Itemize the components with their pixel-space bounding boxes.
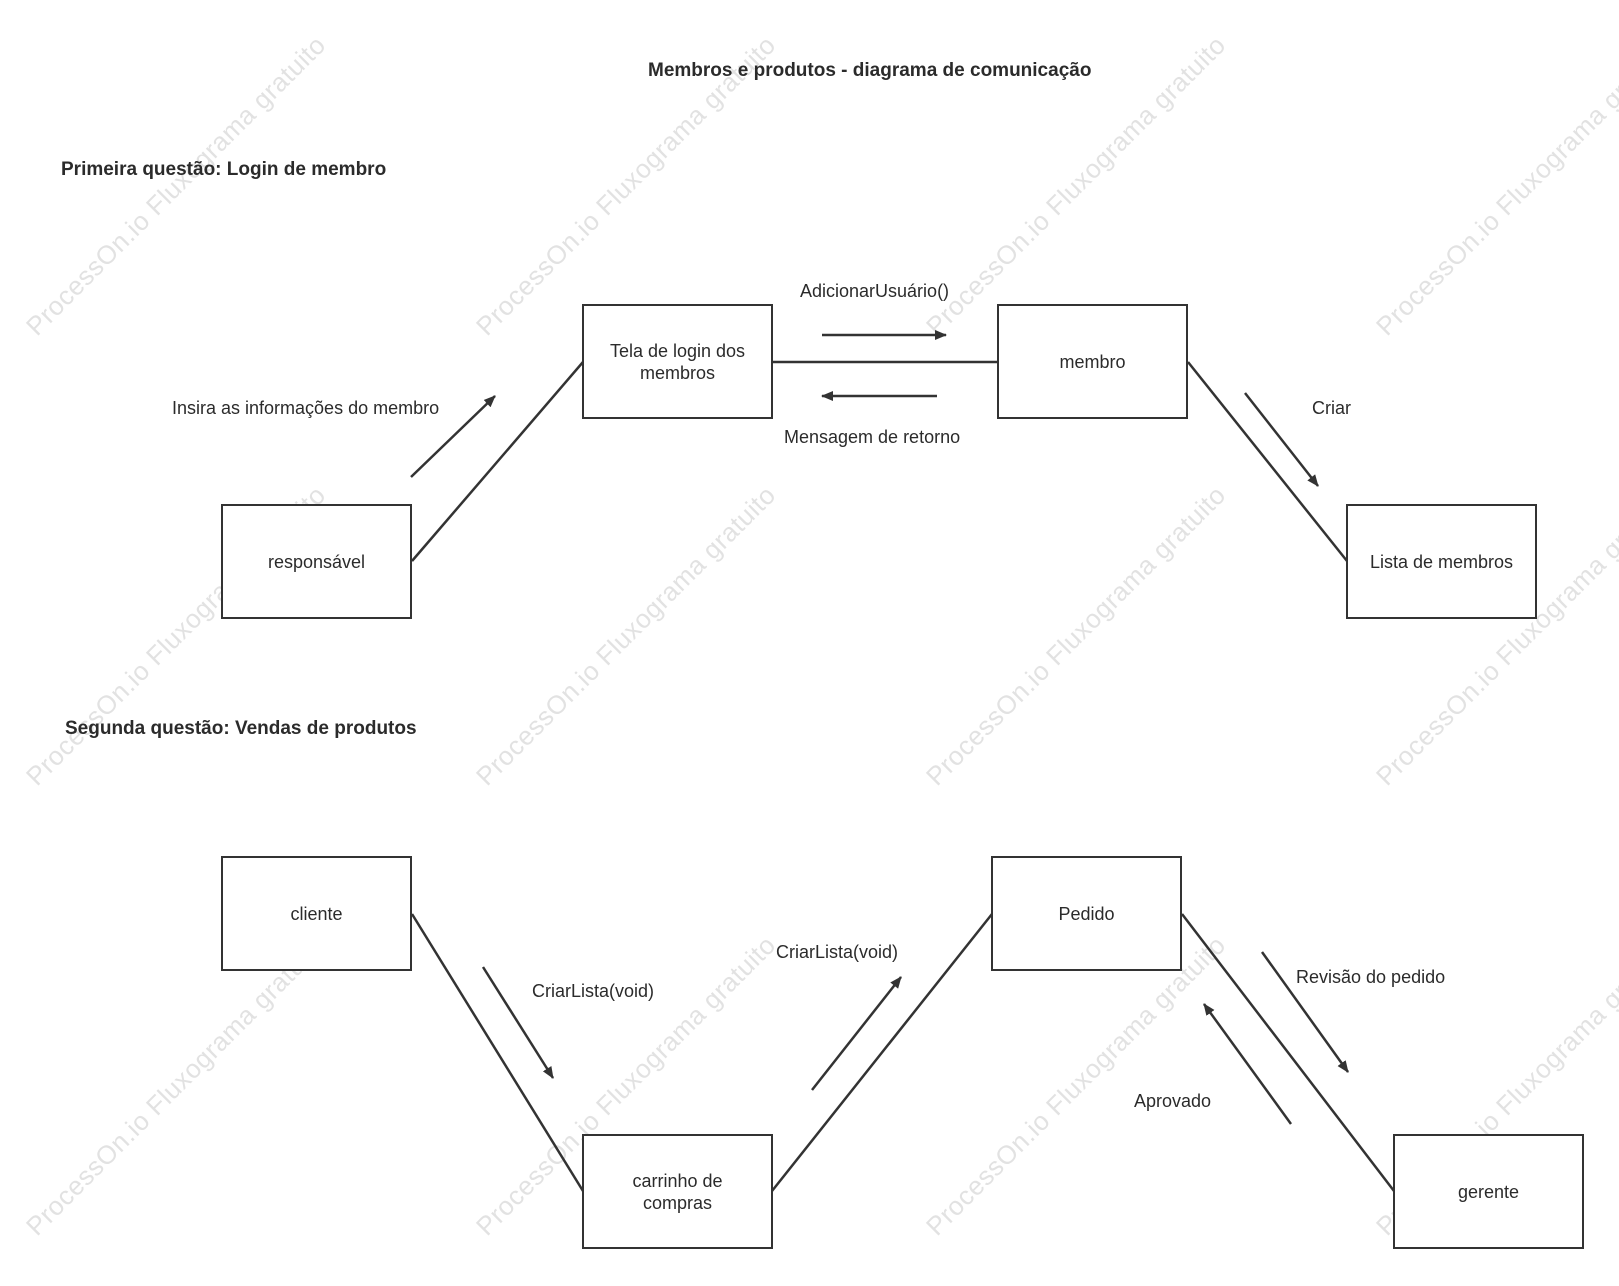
node-tela-login[interactable]: Tela de login dos membros [582,304,773,419]
arrow-criar [1244,392,1319,487]
node-lista-membros-label: Lista de membros [1369,551,1514,572]
node-gerente[interactable]: gerente [1393,1134,1584,1249]
msg-criar-lista-1: CriarLista(void) [532,981,655,1001]
section1-heading: Primeira questão: Login de membro [61,159,387,180]
arrow-criar-lista-2 [811,976,902,1091]
link-responsavel-tela-login [411,361,584,562]
link-membro-lista-membros [1187,361,1348,562]
diagram-title: Membros e produtos - diagrama de comunic… [648,60,1092,81]
msg-revisao-pedido: Revisão do pedido [1296,967,1446,987]
msg-adicionar-usuario: AdicionarUsuário() [800,281,950,301]
link-pedido-gerente [1181,913,1395,1192]
node-pedido[interactable]: Pedido [991,856,1182,971]
msg-mensagem-retorno: Mensagem de retorno [784,427,961,447]
node-cliente[interactable]: cliente [221,856,412,971]
node-tela-login-label: Tela de login dos membros [609,340,746,383]
node-responsavel-label: responsável [267,551,366,572]
arrow-insira-info [410,395,496,478]
link-carrinho-pedido [771,913,993,1192]
msg-criar: Criar [1312,398,1351,418]
section2-heading: Segunda questão: Vendas de produtos [65,718,417,739]
node-carrinho-label: carrinho de compras [632,1170,723,1213]
arrow-aprovado [1202,1003,1293,1125]
node-gerente-label: gerente [1457,1181,1520,1202]
arrow-revisao-pedido [1260,951,1350,1073]
node-membro-label: membro [1059,351,1126,372]
msg-criar-lista-2: CriarLista(void) [776,942,899,962]
node-lista-membros[interactable]: Lista de membros [1346,504,1537,619]
link-cliente-carrinho [410,913,585,1192]
node-membro[interactable]: membro [997,304,1188,419]
node-pedido-label: Pedido [1058,903,1115,924]
node-cliente-label: cliente [290,903,343,924]
node-responsavel[interactable]: responsável [221,504,412,619]
node-carrinho[interactable]: carrinho de compras [582,1134,773,1249]
arrow-criar-lista-1 [481,966,555,1079]
msg-aprovado: Aprovado [1134,1091,1212,1111]
msg-insira-info: Insira as informações do membro [172,398,440,418]
